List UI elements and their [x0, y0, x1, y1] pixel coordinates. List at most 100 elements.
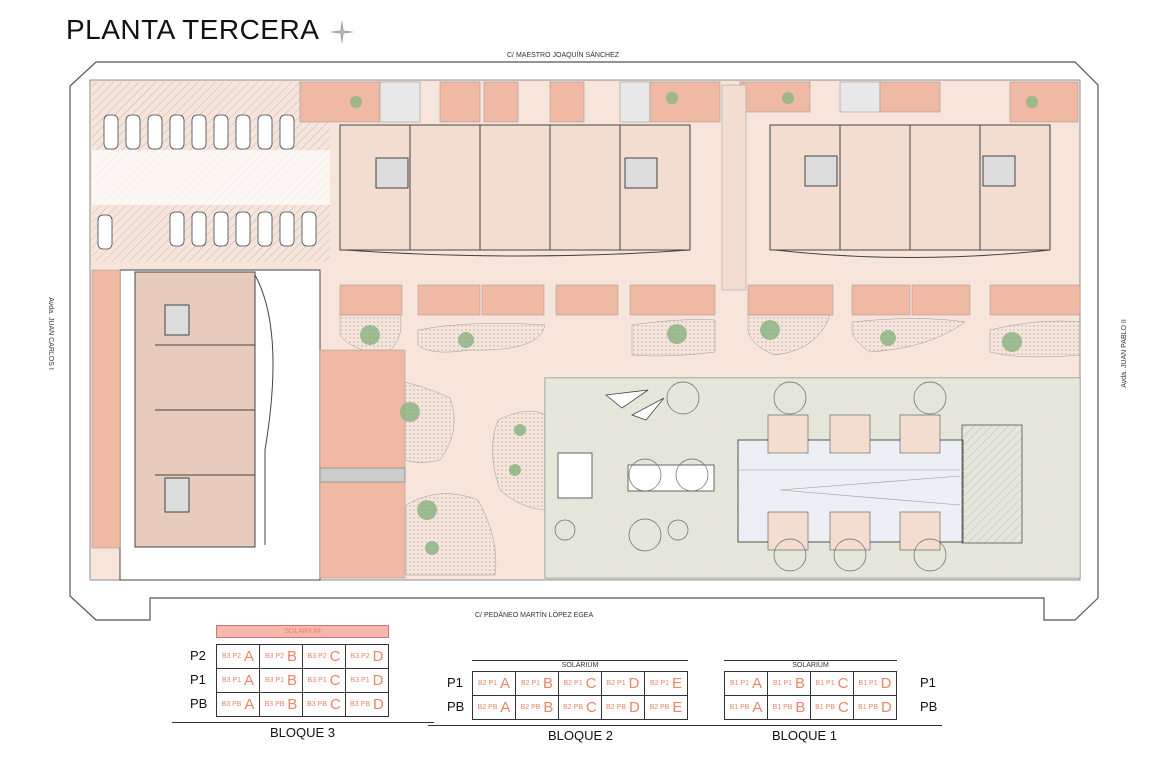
floor-label: PB	[447, 699, 465, 714]
pool-lines	[738, 469, 961, 506]
block-name: BLOQUE 1	[772, 728, 838, 743]
unit-letter: C	[585, 675, 597, 692]
unit-letter: C	[837, 675, 849, 692]
floor-label: P2	[190, 648, 206, 663]
sail-shades	[605, 389, 665, 421]
planter-bar	[627, 464, 715, 492]
unit-letter: A	[752, 699, 763, 716]
south-west-lawn	[319, 349, 406, 579]
unit-letter: C	[329, 672, 341, 689]
site-plan	[69, 61, 1099, 621]
unit-code: B1 PB	[729, 704, 750, 711]
unit-letter: B	[795, 699, 806, 716]
unit-letter: A	[500, 699, 511, 716]
compass-rose-icon	[330, 20, 354, 44]
unit-code: B3 P1	[350, 677, 370, 684]
unit-letter: D	[628, 675, 640, 692]
street-west: Avda. JUAN CARLOS I	[46, 297, 54, 370]
unit-letter: B	[287, 672, 298, 689]
unit-code: B2 PB	[563, 704, 583, 711]
unit-letter: D	[881, 699, 892, 716]
block-name: BLOQUE 2	[548, 728, 614, 743]
solarium-header: SOLARIUM	[472, 660, 688, 670]
street-east: Avda. JUAN PABLO II	[1120, 319, 1128, 388]
parking-cars-top	[97, 114, 317, 250]
floor-label: P1	[447, 675, 463, 690]
block-gardens	[339, 284, 1081, 316]
unit-letter: B	[543, 675, 554, 692]
unit-letter: B	[795, 675, 806, 692]
unit-code: B2 PB	[649, 704, 670, 711]
unit-code: B2 P1	[606, 680, 626, 687]
unit-code: B3 P2	[264, 653, 285, 660]
unit-letter: A	[244, 648, 255, 665]
unit-code: B1 PB	[858, 704, 878, 711]
unit-code: B2 PB	[520, 704, 541, 711]
unit-code: B1 PB	[815, 704, 835, 711]
unit-code: B3 P2	[307, 653, 327, 660]
unit-code: B2 PB	[606, 704, 626, 711]
solarium-header: SOLARIUM	[216, 625, 389, 638]
unit-code: B1 P1	[729, 680, 750, 687]
unit-letter: C	[329, 648, 341, 665]
block-baseline	[428, 725, 733, 726]
unit-code: B2 PB	[477, 704, 498, 711]
unit-code: B3 P2	[221, 653, 242, 660]
unit-letter: E	[672, 675, 683, 692]
bloque-1-building	[769, 124, 1051, 258]
unit-letter: C	[586, 699, 597, 716]
unit-code: B3 P1	[264, 677, 285, 684]
street-north: C/ MAESTRO JOAQUÍN SÁNCHEZ	[507, 52, 620, 59]
central-walkway	[721, 84, 747, 291]
site-boundary	[69, 61, 1099, 621]
unit-letter: A	[244, 672, 255, 689]
unit-letter: C	[838, 699, 849, 716]
unit-code: B3 PB	[350, 701, 370, 708]
unit-letter: A	[244, 696, 255, 713]
floor-label: PB	[190, 696, 208, 711]
unit-letter: B	[287, 648, 298, 665]
unit-letter: D	[372, 672, 384, 689]
unit-letter: C	[330, 696, 341, 713]
unit-letter: D	[629, 699, 640, 716]
north-patios	[299, 81, 1079, 123]
unit-letter: B	[287, 696, 298, 713]
block-name: BLOQUE 3	[270, 725, 336, 740]
unit-letter: A	[752, 675, 763, 692]
solarium-header: SOLARIUM	[724, 660, 897, 670]
unit-code: B3 PB	[307, 701, 327, 708]
parking-lane	[92, 150, 330, 205]
pergola	[961, 424, 1023, 544]
floor-label: P1	[190, 672, 206, 687]
unit-code: B2 P1	[563, 680, 583, 687]
unit-code: B3 PB	[264, 701, 285, 708]
unit-letter: E	[672, 699, 683, 716]
unit-code: B2 P1	[477, 680, 498, 687]
block-baseline	[680, 725, 942, 726]
unit-letter: D	[880, 675, 892, 692]
bloque-3-building	[119, 269, 321, 581]
